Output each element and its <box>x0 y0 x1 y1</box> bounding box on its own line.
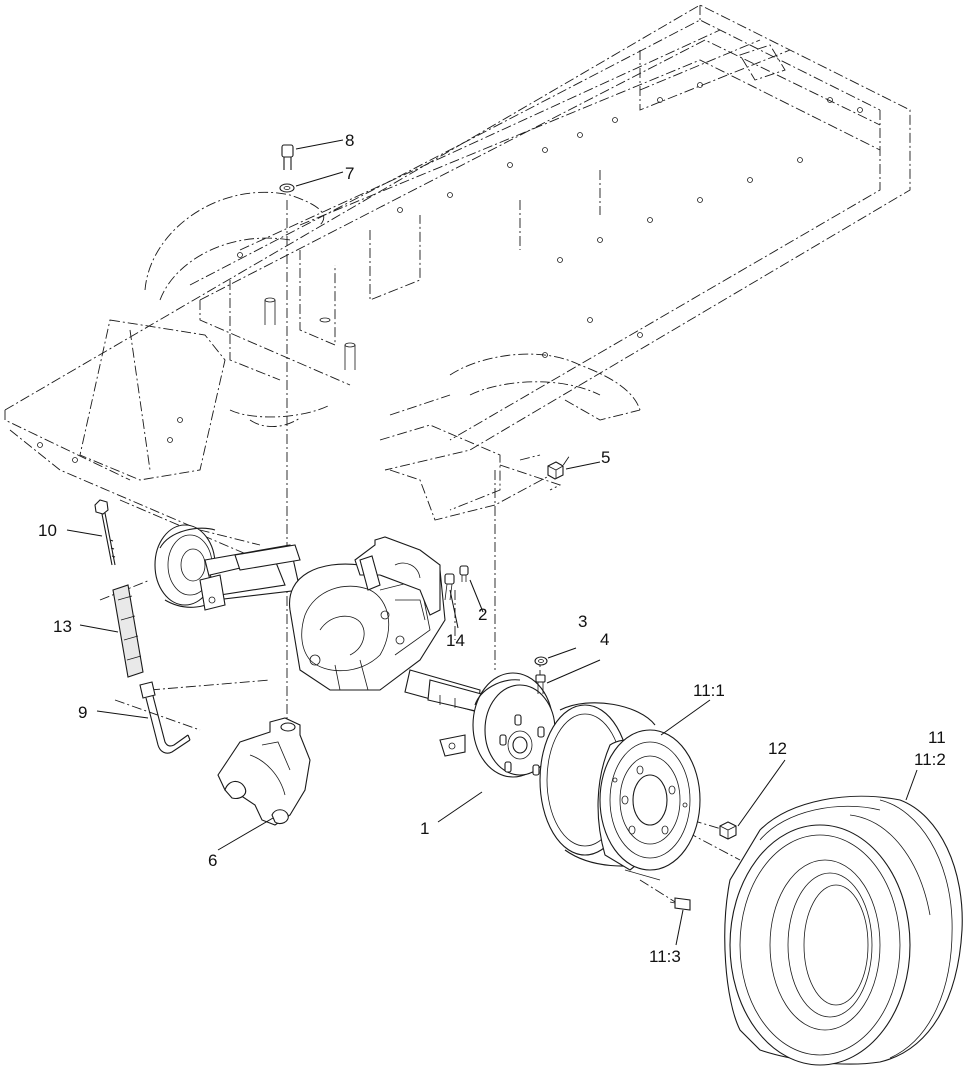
part-6-mount-bracket <box>217 717 311 826</box>
callout-11-2: 11:2 <box>914 750 946 769</box>
callout-11-1: 11:1 <box>693 681 725 700</box>
part-10-rod-end <box>94 499 116 566</box>
part-12-lug-nut <box>719 821 737 840</box>
part-1-axle-assembly <box>154 524 556 778</box>
part-11-2-tire <box>724 795 963 1066</box>
callout-13: 13 <box>53 617 72 636</box>
callout-1: 1 <box>420 819 429 838</box>
part-8-bolt <box>281 144 294 170</box>
callout-9: 9 <box>78 703 87 722</box>
callout-4: 4 <box>600 630 609 649</box>
part-9-lower-rod <box>139 681 191 754</box>
callout-6: 6 <box>208 851 217 870</box>
callout-7: 7 <box>345 164 354 183</box>
callout-14: 14 <box>446 631 465 650</box>
callout-8: 8 <box>345 131 354 150</box>
part-2-vent-plug <box>459 565 469 582</box>
callout-3: 3 <box>578 612 587 631</box>
callout-11: 11 <box>928 728 946 747</box>
callout-12: 12 <box>768 739 787 758</box>
part-5-nut <box>547 461 564 480</box>
callout-labels: 8 7 5 10 2 14 13 3 4 9 11:1 11 11:2 12 1… <box>38 131 946 966</box>
part-11-1-wheel-rim <box>539 702 701 881</box>
callout-leaders <box>66 139 918 946</box>
callout-2: 2 <box>478 605 487 624</box>
callout-5: 5 <box>601 448 610 467</box>
callout-11-3: 11:3 <box>649 947 681 966</box>
part-13-damper-sleeve <box>112 584 144 678</box>
part-14-fitting <box>444 573 455 601</box>
part-7-washer <box>279 183 295 193</box>
part-3-washer <box>534 656 548 666</box>
part-11-3-valve-stem <box>669 897 691 911</box>
frame-phantom <box>4 4 911 906</box>
part-4-screw <box>535 674 546 694</box>
callout-10: 10 <box>38 521 57 540</box>
